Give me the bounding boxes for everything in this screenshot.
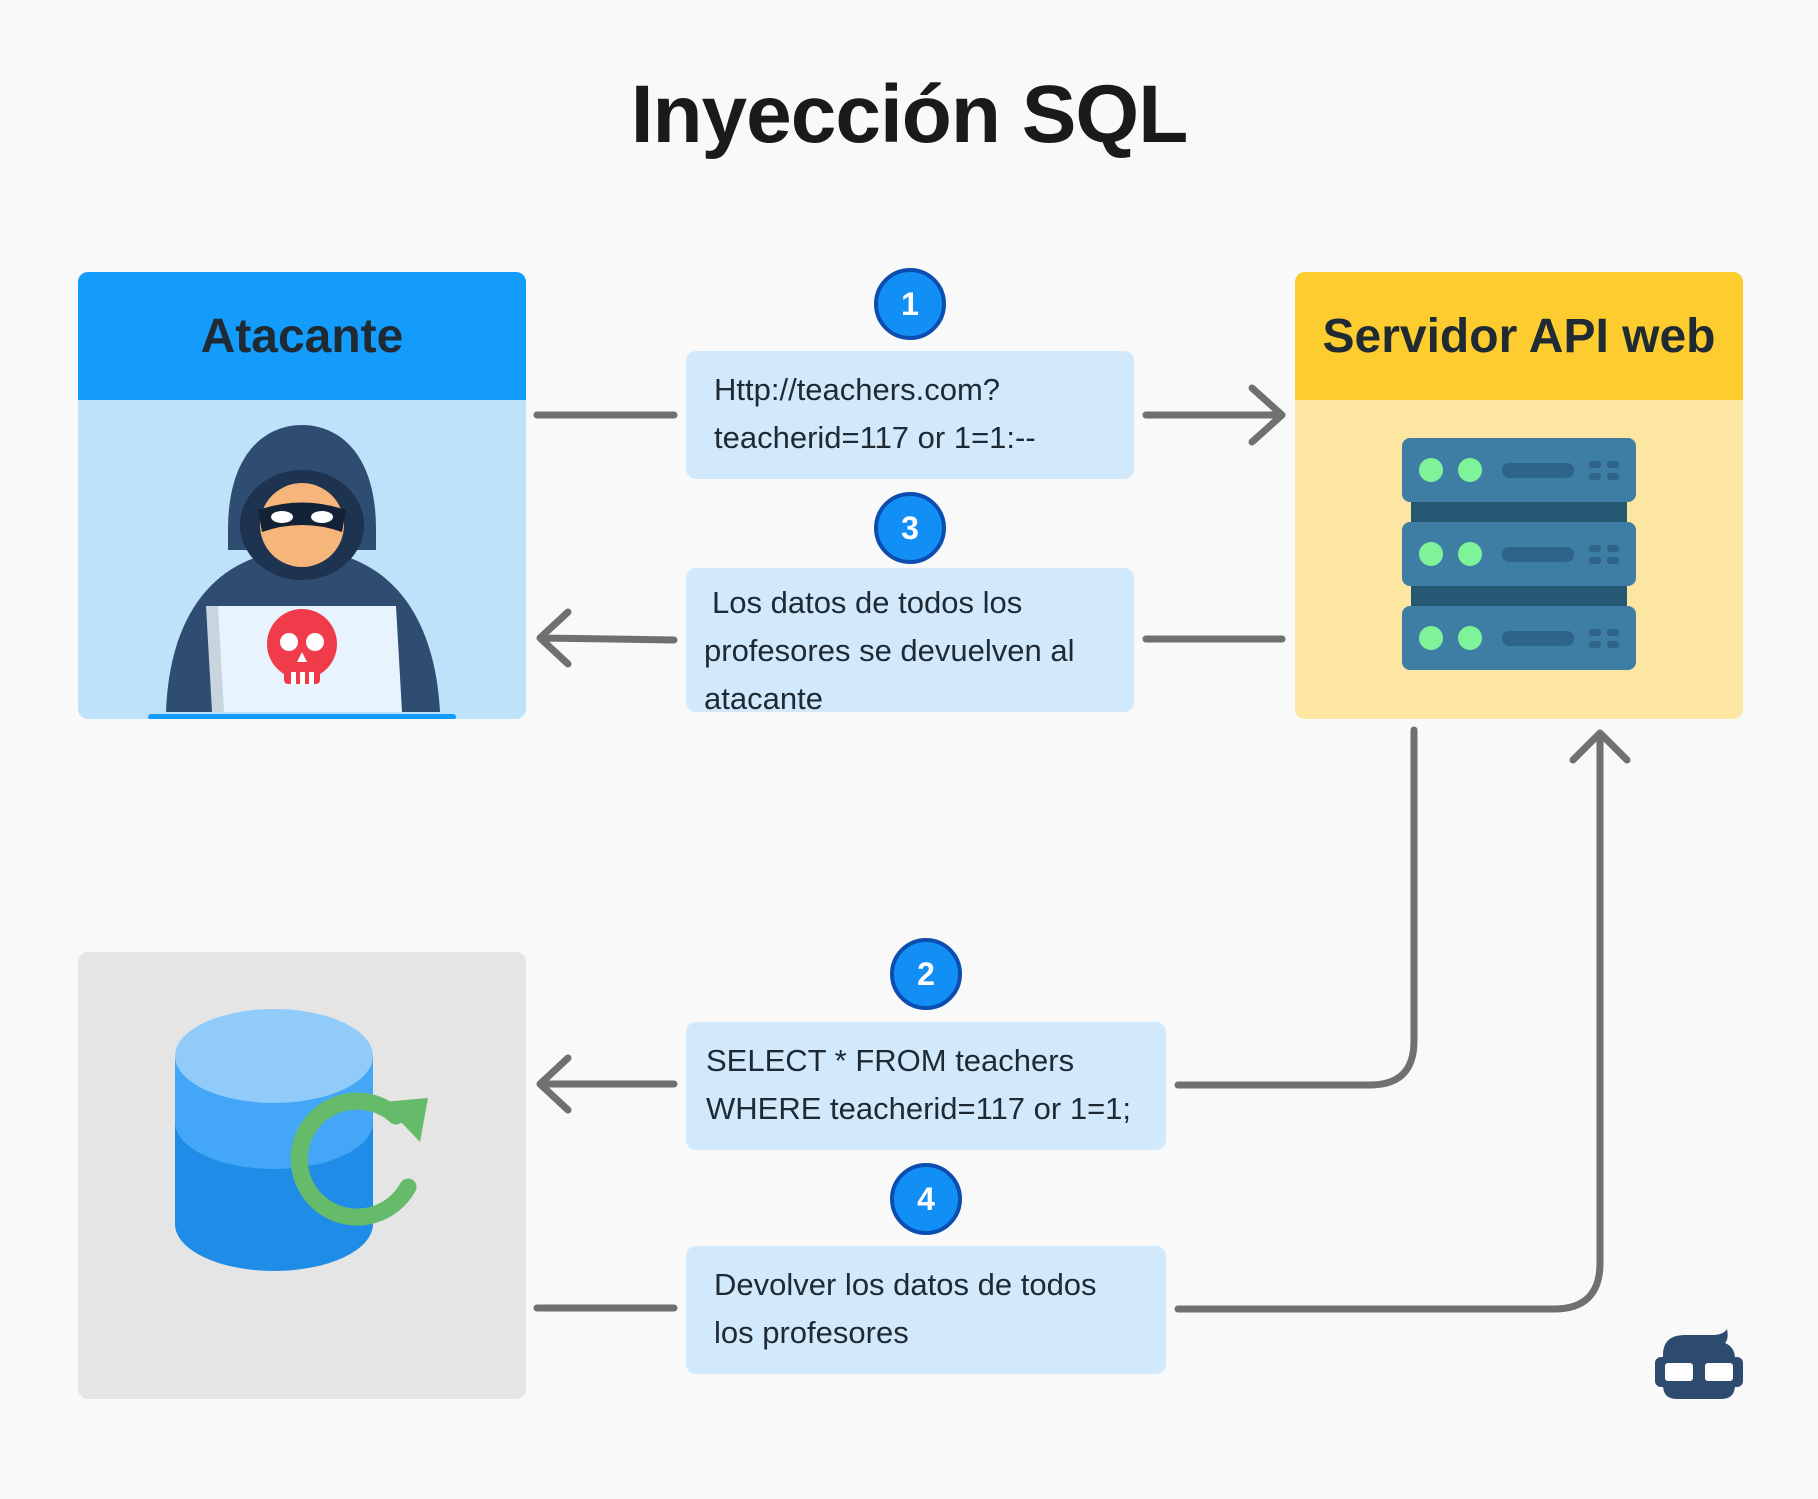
arrow-step-2-out bbox=[536, 1054, 678, 1114]
arrow-step-3-out bbox=[536, 608, 678, 668]
diagram-title: Inyección SQL bbox=[630, 69, 1189, 160]
arrow-step-1-out bbox=[1142, 384, 1286, 446]
step-2-message: SELECT * FROM teachers WHERE teacherid=1… bbox=[686, 1022, 1166, 1150]
step-1-badge: 1 bbox=[874, 268, 946, 340]
step-2-line-1: SELECT * FROM teachers bbox=[706, 1043, 1075, 1078]
arrow-step-2-in bbox=[1174, 726, 1418, 1089]
step-3-message: Los datos de todos los profesores se dev… bbox=[686, 568, 1134, 716]
arrow-step-4-out bbox=[1174, 729, 1631, 1313]
database-refresh-icon bbox=[175, 1009, 428, 1271]
step-3-line-2: profesores se devuelven al bbox=[704, 633, 1075, 668]
step-1-message: Http://teachers.com? teacherid=117 or 1=… bbox=[686, 351, 1134, 479]
step-1-line-1: Http://teachers.com? bbox=[714, 372, 1001, 407]
server-label: Servidor API web bbox=[1295, 272, 1743, 400]
step-4-line-1: Devolver los datos de todos bbox=[714, 1267, 1097, 1302]
attacker-panel: Atacante bbox=[78, 272, 526, 719]
step-3-badge: 3 bbox=[874, 492, 946, 564]
hacker-icon bbox=[148, 425, 456, 719]
step-4-badge: 4 bbox=[890, 1163, 962, 1235]
step-1-line-2: teacherid=117 or 1=1:-- bbox=[714, 420, 1036, 455]
server-panel: Servidor API web bbox=[1295, 272, 1743, 719]
step-4-message: Devolver los datos de todos los profesor… bbox=[686, 1246, 1166, 1374]
step-4-line-2: los profesores bbox=[714, 1315, 909, 1350]
step-3-line-1: Los datos de todos los bbox=[712, 585, 1023, 620]
mascot-logo-icon bbox=[1655, 1329, 1743, 1399]
database-panel bbox=[78, 952, 526, 1399]
step-2-badge: 2 bbox=[890, 938, 962, 1010]
server-rack-icon bbox=[1402, 438, 1636, 670]
step-2-line-2: WHERE teacherid=117 or 1=1; bbox=[706, 1091, 1132, 1126]
attacker-label: Atacante bbox=[78, 272, 526, 400]
step-3-line-3: atacante bbox=[704, 681, 823, 716]
